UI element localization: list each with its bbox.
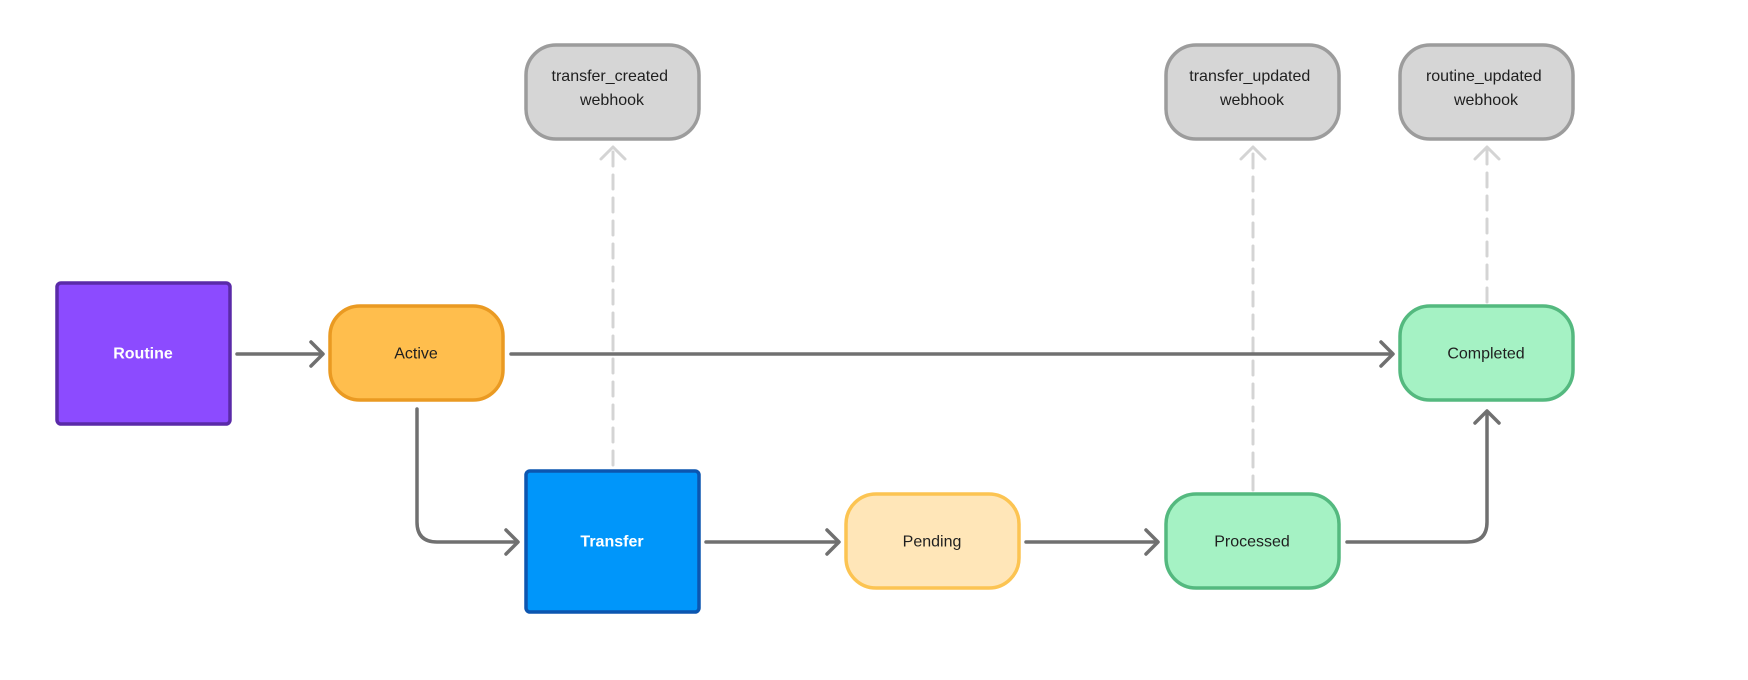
node-processed: Processed [1164,492,1341,590]
svg-text:routine_updated webhook: routine_updated webhook [1426,68,1546,109]
node-label-routine: Routine [113,346,173,363]
node-label-pending: Pending [903,534,962,551]
webhook-box [524,43,701,141]
webhook-arrow-transfer-created [599,145,627,467]
arrow-pending-to-processed [1024,528,1160,556]
node-label-completed: Completed [1447,346,1524,363]
node-box [844,492,1021,590]
node-box [524,469,701,614]
webhook-label-line2: webhook [579,92,645,109]
webhook-box [1164,43,1341,141]
arrow-active-to-transfer [415,407,520,556]
node-label-processed: Processed [1214,534,1290,551]
webhook-arrow-transfer-updated [1239,145,1267,492]
arrow-routine-to-active [235,340,325,368]
node-active: Active [328,304,505,402]
arrow-processed-to-completed [1345,409,1501,544]
node-completed: Completed [1398,304,1575,402]
node-routine: Routine [55,281,232,426]
webhook-label-line1: transfer_updated [1189,68,1310,85]
node-transfer: Transfer [524,469,701,614]
webhook-label-line1: transfer_created [552,68,669,85]
node-box [1398,304,1575,402]
svg-text:transfer_created webhook: transfer_created webhook [552,68,673,109]
webhook-arrows [599,145,1501,492]
node-box [328,304,505,402]
node-pending: Pending [844,492,1021,590]
flow-arrows [235,340,1501,556]
arrow-transfer-to-pending [704,528,841,556]
webhook-transfer-updated: transfer_updated webhook [1164,43,1341,141]
arrow-active-to-completed [509,340,1395,368]
node-box [55,281,232,426]
webhook-label-line2: webhook [1219,92,1285,109]
webhook-arrow-routine-updated [1473,145,1501,304]
webhook-routine-updated: routine_updated webhook [1398,43,1575,141]
webhook-transfer-created: transfer_created webhook [524,43,701,141]
node-label-transfer: Transfer [580,534,643,551]
webhook-label-line1: routine_updated [1426,68,1542,85]
webhook-label-line2: webhook [1453,92,1519,109]
node-box [1164,492,1341,590]
svg-text:transfer_updated webhook: transfer_updated webhook [1189,68,1314,109]
node-label-active: Active [394,346,438,363]
webhook-box [1398,43,1575,141]
